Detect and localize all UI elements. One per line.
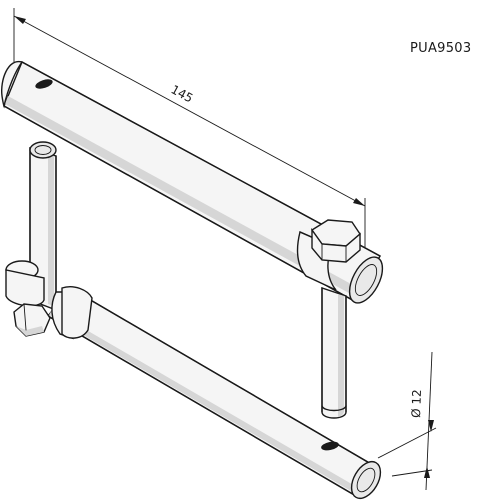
arrowhead-right	[353, 198, 365, 206]
upper-rod	[1, 60, 384, 304]
arrowhead-bottom	[424, 466, 430, 478]
extension-line-bottom	[391, 469, 433, 477]
lower-clamp-ring	[61, 286, 93, 339]
lower-clamp	[5, 260, 93, 340]
upper-rod-shading	[5, 96, 362, 298]
upper-rod-slot-hole	[35, 79, 53, 89]
lower-rod-slot-hole	[321, 441, 339, 451]
part-number-label: PUA9503	[410, 41, 471, 56]
dimension-line-length	[13, 15, 366, 207]
lower-rod-end-cap	[350, 460, 382, 500]
arrowhead-top	[428, 420, 434, 432]
upper-clamp	[296, 219, 361, 291]
right-vertical-pin	[321, 287, 347, 419]
extension-line-top	[377, 427, 437, 459]
lower-rod	[46, 287, 382, 500]
left-pin-top-cap	[29, 141, 57, 159]
upper-rod-end-cap	[348, 256, 384, 304]
upper-rod-left-end	[1, 60, 24, 109]
arrowhead-left	[14, 16, 26, 24]
diameter-dimension: Ø 12	[377, 351, 437, 491]
diameter-dimension-label: Ø 12	[409, 389, 424, 418]
